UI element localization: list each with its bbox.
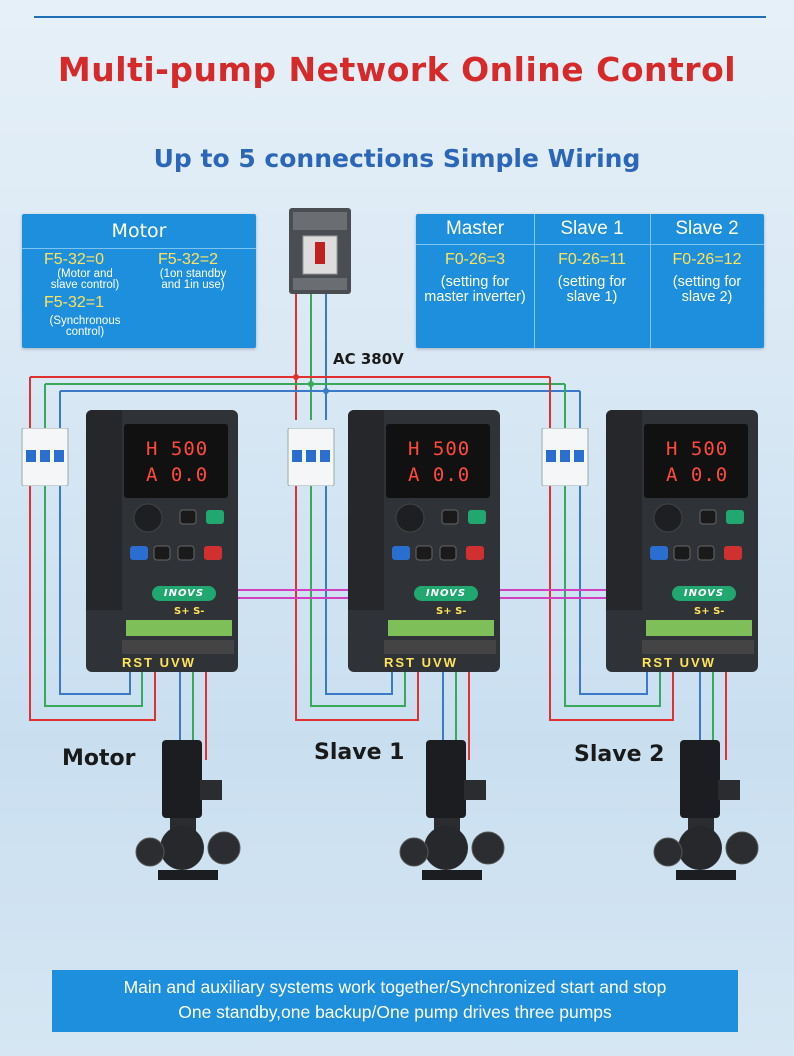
role-column-slave-1: Slave 1 F0-26=11 (setting for slave 1) [534, 214, 651, 348]
pump-icon [134, 736, 254, 886]
role-settings-panel: Master F0-26=3 (setting for master inver… [416, 214, 764, 348]
pump-icon [398, 736, 518, 886]
setting-a-note-1: (Motor and [57, 268, 113, 280]
setting-b-note-1: (1on standby [159, 268, 227, 280]
role-header: Slave 2 [650, 214, 764, 245]
inverter-display: H 500 A 0.0 [386, 424, 490, 498]
keypad-icon [392, 503, 486, 561]
keypad-icon [130, 503, 224, 561]
junction-dot [323, 388, 329, 394]
terminal-block-icon [642, 620, 754, 654]
role-note-1: (setting for [672, 274, 742, 290]
role-code: F0-26=11 [558, 251, 626, 268]
top-rule [34, 16, 766, 18]
unit-label-motor: Motor [62, 746, 136, 771]
role-code: F0-26=3 [444, 251, 506, 268]
terminal-block-icon [384, 620, 496, 654]
motor-settings-panel: Motor F5-32=0 (Motor and slave control) … [22, 214, 256, 348]
role-note-2: slave 2) [681, 289, 733, 305]
footer-line-2: One standby,one backup/One pump drives t… [178, 1002, 612, 1022]
display-line-2: A 0.0 [666, 464, 729, 486]
role-note-1: (setting for [440, 274, 510, 290]
comm-terminal-label: S+ S- [174, 606, 205, 617]
setting-c-note-2: control) [65, 326, 105, 338]
page-title: Multi-pump Network Online Control [57, 50, 737, 89]
role-code: F0-26=12 [672, 251, 742, 268]
brand-badge: INOVS [152, 586, 216, 601]
unit-1-breaker-icon [20, 427, 69, 487]
junction-dot [293, 374, 299, 380]
power-terminal-label: RST UVW [384, 655, 458, 670]
setting-b-note-2: and 1in use) [161, 279, 225, 291]
brand-badge: INOVS [414, 586, 478, 601]
setting-c-note-1: (Synchronous [49, 315, 121, 327]
inverter-unit-2: H 500 A 0.0 INOVS S+ S- RST UVW [348, 410, 500, 672]
footer-line-1: Main and auxiliary systems work together… [123, 977, 667, 997]
inverter-unit-1: H 500 A 0.0 INOVS S+ S- RST UVW [86, 410, 238, 672]
display-line-2: A 0.0 [408, 464, 471, 486]
power-terminal-label: RST UVW [122, 655, 196, 670]
setting-a-note-2: slave control) [50, 279, 120, 291]
terminal-block-icon [122, 620, 234, 654]
role-header: Slave 1 [534, 214, 650, 245]
inverter-unit-3: H 500 A 0.0 INOVS S+ S- RST UVW [606, 410, 758, 672]
page-subtitle: Up to 5 connections Simple Wiring [153, 144, 641, 173]
role-header: Master [416, 214, 534, 245]
role-column-master: Master F0-26=3 (setting for master inver… [416, 214, 535, 348]
supply-voltage-label: AC 380V [333, 350, 404, 368]
setting-c-code: F5-32=1 [44, 294, 105, 311]
role-column-slave-2: Slave 2 F0-26=12 (setting for slave 2) [650, 214, 764, 348]
role-note-1: (setting for [557, 274, 627, 290]
display-line-1: H 500 [408, 438, 471, 460]
unit-2-breaker-icon [286, 427, 335, 487]
display-line-2: A 0.0 [146, 464, 209, 486]
pump-icon [652, 736, 772, 886]
setting-b-code: F5-32=2 [158, 251, 219, 268]
inverter-display: H 500 A 0.0 [124, 424, 228, 498]
keypad-icon [650, 503, 744, 561]
display-line-1: H 500 [146, 438, 209, 460]
comm-terminal-label: S+ S- [436, 606, 467, 617]
unit-label-slave-1: Slave 1 [314, 740, 405, 765]
footer-banner: Main and auxiliary systems work together… [52, 970, 738, 1032]
role-note-2: master inverter) [424, 289, 526, 305]
role-note-2: slave 1) [566, 289, 618, 305]
display-line-1: H 500 [666, 438, 729, 460]
main-circuit-breaker-icon [289, 208, 351, 294]
setting-a-code: F5-32=0 [44, 251, 105, 268]
junction-dot [308, 381, 314, 387]
power-terminal-label: RST UVW [642, 655, 716, 670]
unit-3-breaker-icon [540, 427, 589, 487]
unit-label-slave-2: Slave 2 [574, 742, 665, 767]
comm-terminal-label: S+ S- [694, 606, 725, 617]
brand-badge: INOVS [672, 586, 736, 601]
inverter-display: H 500 A 0.0 [644, 424, 748, 498]
motor-panel-header: Motor [22, 214, 256, 249]
